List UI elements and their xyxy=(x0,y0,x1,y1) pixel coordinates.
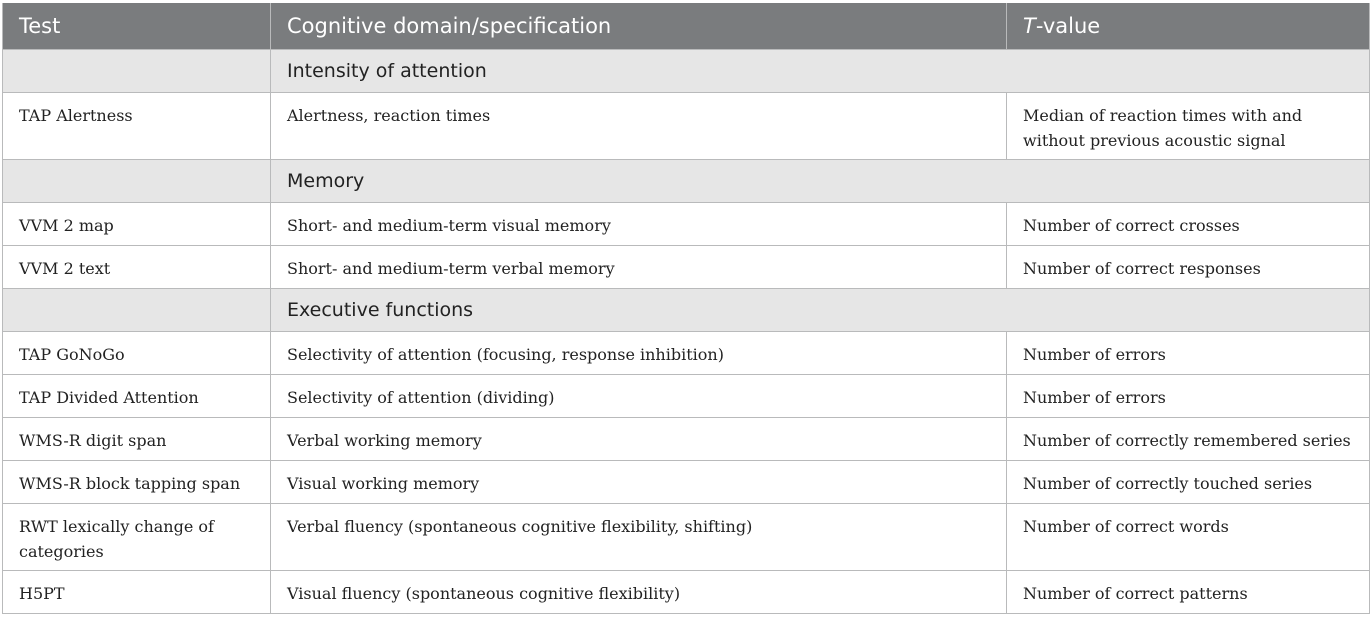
cell-domain: Alertness, reaction times xyxy=(270,92,1007,160)
cell-domain: Visual working memory xyxy=(270,460,1007,504)
cell-domain: Short- and medium-term visual memory xyxy=(270,202,1007,246)
table-row: TAP GoNoGo Selectivity of attention (foc… xyxy=(2,331,1370,375)
cell-test: TAP Divided Attention xyxy=(2,374,271,418)
table-row: VVM 2 map Short- and medium-term visual … xyxy=(2,202,1370,246)
cell-tvalue: Number of correct crosses xyxy=(1006,202,1370,246)
cell-tvalue: Number of correctly remembered series xyxy=(1006,417,1370,461)
table-row: WMS-R block tapping span Visual working … xyxy=(2,460,1370,504)
cell-domain: Verbal working memory xyxy=(270,417,1007,461)
header-tvalue-italic: T xyxy=(1023,14,1036,38)
cell-tvalue: Number of errors xyxy=(1006,331,1370,375)
cell-domain: Selectivity of attention (focusing, resp… xyxy=(270,331,1007,375)
section-row: Intensity of attention xyxy=(2,49,1370,93)
header-row: Test Cognitive domain/specification T-va… xyxy=(2,3,1370,50)
cell-tvalue: Number of errors xyxy=(1006,374,1370,418)
table-row: VVM 2 text Short- and medium-term verbal… xyxy=(2,245,1370,289)
section-spacer xyxy=(2,49,271,93)
cell-test: VVM 2 map xyxy=(2,202,271,246)
cognitive-tests-table: Test Cognitive domain/specification T-va… xyxy=(2,3,1370,614)
cell-tvalue: Number of correct responses xyxy=(1006,245,1370,289)
table-row: TAP Divided Attention Selectivity of att… xyxy=(2,374,1370,418)
table-row: H5PT Visual fluency (spontaneous cogniti… xyxy=(2,570,1370,614)
header-tvalue: T-value xyxy=(1006,3,1370,50)
cell-domain: Short- and medium-term verbal memory xyxy=(270,245,1007,289)
section-title: Intensity of attention xyxy=(270,49,1370,93)
cell-domain: Selectivity of attention (dividing) xyxy=(270,374,1007,418)
header-test: Test xyxy=(2,3,271,50)
cell-tvalue: Median of reaction times with and withou… xyxy=(1006,92,1370,160)
header-domain: Cognitive domain/specification xyxy=(270,3,1007,50)
cell-test: H5PT xyxy=(2,570,271,614)
cell-test: WMS-R digit span xyxy=(2,417,271,461)
section-row: Memory xyxy=(2,159,1370,203)
cell-test: WMS-R block tapping span xyxy=(2,460,271,504)
cell-test: TAP GoNoGo xyxy=(2,331,271,375)
cell-domain: Verbal fluency (spontaneous cognitive fl… xyxy=(270,503,1007,571)
table-row: TAP Alertness Alertness, reaction times … xyxy=(2,92,1370,160)
table-row: WMS-R digit span Verbal working memory N… xyxy=(2,417,1370,461)
cell-tvalue: Number of correct words xyxy=(1006,503,1370,571)
section-row: Executive functions xyxy=(2,288,1370,332)
cell-tvalue: Number of correctly touched series xyxy=(1006,460,1370,504)
section-spacer xyxy=(2,288,271,332)
section-title: Memory xyxy=(270,159,1370,203)
section-spacer xyxy=(2,159,271,203)
table-row: RWT lexically change of categories Verba… xyxy=(2,503,1370,571)
cell-test: RWT lexically change of categories xyxy=(2,503,271,571)
header-tvalue-rest: -value xyxy=(1035,14,1101,38)
cell-tvalue: Number of correct patterns xyxy=(1006,570,1370,614)
cell-domain: Visual fluency (spontaneous cognitive fl… xyxy=(270,570,1007,614)
section-title: Executive functions xyxy=(270,288,1370,332)
cell-test: TAP Alertness xyxy=(2,92,271,160)
cell-test: VVM 2 text xyxy=(2,245,271,289)
